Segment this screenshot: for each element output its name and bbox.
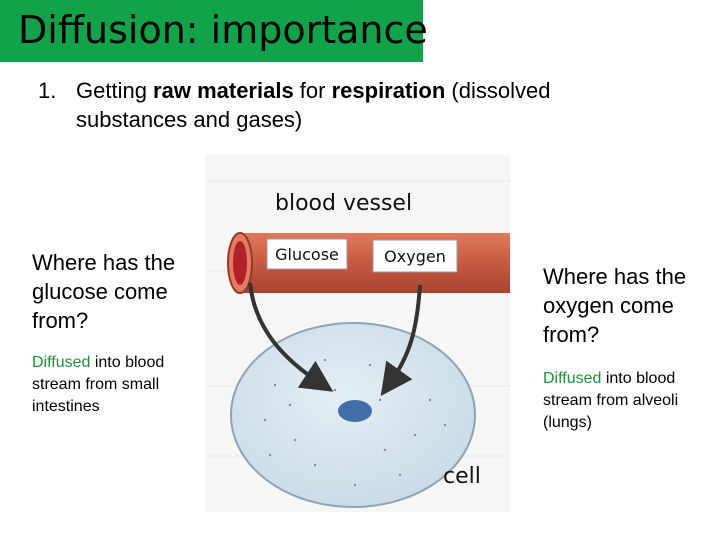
cell-nucleus — [338, 400, 372, 422]
glucose-question: Where has the glucose come from? — [32, 250, 176, 333]
glucose-answer-rest: into blood stream from small intestines — [32, 354, 165, 415]
list-item-raw-materials: 1. Getting raw materials for respiration… — [38, 76, 638, 134]
glucose-answer-highlight: Diffused — [32, 354, 91, 371]
oxygen-answer: Diffused into blood stream from alveoli … — [543, 368, 713, 434]
glucose-answer: Diffused into blood stream from small in… — [32, 352, 182, 418]
cell-label: cell — [443, 464, 481, 489]
glucose-label: Glucose — [275, 245, 339, 264]
text-pre: Getting — [76, 78, 154, 103]
oxygen-arrow — [380, 284, 422, 397]
oxygen-question: Where has the oxygen come from? — [543, 264, 687, 347]
text-mid: for — [293, 78, 332, 103]
oxygen-label: Oxygen — [384, 247, 446, 266]
glucose-arrow — [248, 282, 334, 392]
list-text: Getting raw materials for respiration (d… — [38, 76, 638, 134]
blood-vessel-label: blood vessel — [275, 191, 412, 216]
glucose-label-box — [266, 238, 348, 270]
text-raw-materials: raw materials — [153, 78, 294, 103]
text-post: (dissolved substances and gases) — [76, 78, 551, 132]
diffusion-diagram: blood vessel Glucose Oxygen cell — [205, 155, 510, 512]
oxygen-answer-highlight: Diffused — [543, 370, 602, 387]
list-number: 1. — [38, 78, 57, 103]
text-respiration: respiration — [331, 78, 446, 103]
oxygen-label-box — [372, 239, 458, 273]
page-title: Diffusion: importance — [18, 8, 428, 52]
title-bar: Diffusion: importance — [0, 0, 428, 62]
oxygen-answer-rest: into blood stream from alveoli (lungs) — [543, 370, 679, 431]
